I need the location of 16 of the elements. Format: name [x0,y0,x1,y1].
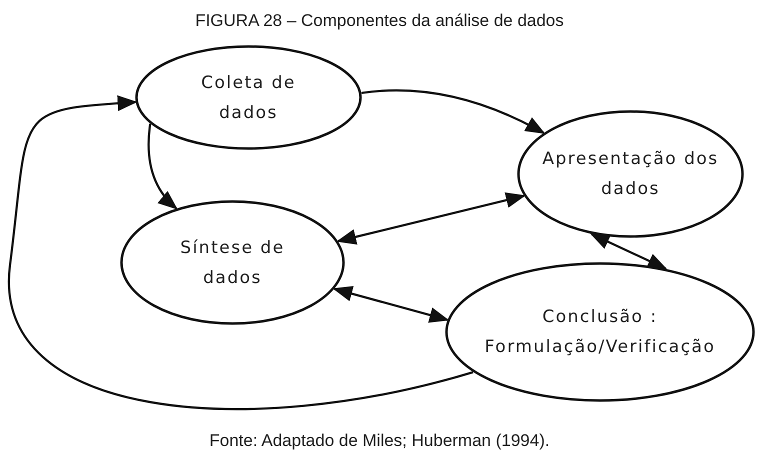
arrow [148,124,178,210]
arrow [8,95,474,410]
process-ellipse [445,262,755,402]
figure-caption: Fonte: Adaptado de Miles; Huberman (1994). [208,430,551,452]
arrow [361,89,546,134]
node-label: Apresentação dos dados [541,148,720,201]
node-label: Conclusão : Formulação/Verificação [484,306,716,359]
process-ellipse [517,110,744,238]
node-label: Síntese de dados [179,236,286,290]
node-label: Coleta de dados [200,72,297,124]
arrow [336,192,526,245]
process-ellipse [135,45,362,150]
figure-title: FIGURA 28 – Componentes da análise de dados [194,10,565,32]
arrow [590,233,668,270]
arrow [332,286,450,323]
process-ellipse [120,200,345,325]
